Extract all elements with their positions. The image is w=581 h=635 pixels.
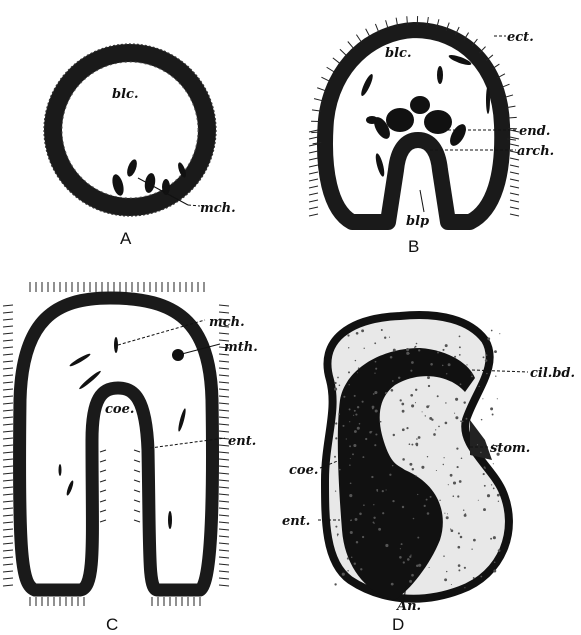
label-b-blc: blc. (385, 46, 411, 61)
label-c-ent: ent. (228, 434, 256, 449)
label-c-mth: mth. (224, 340, 258, 355)
label-b-blp: blp (406, 214, 429, 229)
label-d-coe: coe. (289, 463, 318, 478)
blastula-wall (53, 53, 207, 207)
panel-letter-a: A (120, 229, 132, 248)
label-d-stom: stom. (490, 441, 530, 456)
label-b-end: end. (519, 124, 550, 139)
panel-c: mch. mth. coe. ent. C (3, 282, 258, 634)
mesenchyme-cells-c (59, 337, 188, 529)
panel-letter-d: D (392, 615, 404, 634)
gastrula-outer-wall (325, 30, 502, 222)
label-d-an: An. (395, 599, 421, 614)
panel-letter-b: B (408, 237, 419, 256)
entoderm-striation (100, 450, 140, 522)
panel-a: blc. mch. A (44, 44, 236, 248)
label-c-coe: coe. (105, 402, 134, 417)
label-a-blc: blc. (112, 87, 138, 102)
label-a-mch: mch. (200, 201, 236, 216)
panel-d: cil.bd. stom. coe. ent. An. D (282, 315, 575, 634)
label-c-mch: mch. (209, 315, 245, 330)
label-d-ent: ent. (282, 514, 310, 529)
label-b-ect: ect. (507, 30, 534, 45)
archenteron-cells (359, 53, 490, 177)
panel-b: blc. ect. end. arch. blp B (309, 16, 554, 256)
panel-letter-c: C (106, 615, 118, 634)
label-d-cilbd: cil.bd. (530, 366, 575, 381)
label-b-arch: arch. (517, 144, 554, 159)
